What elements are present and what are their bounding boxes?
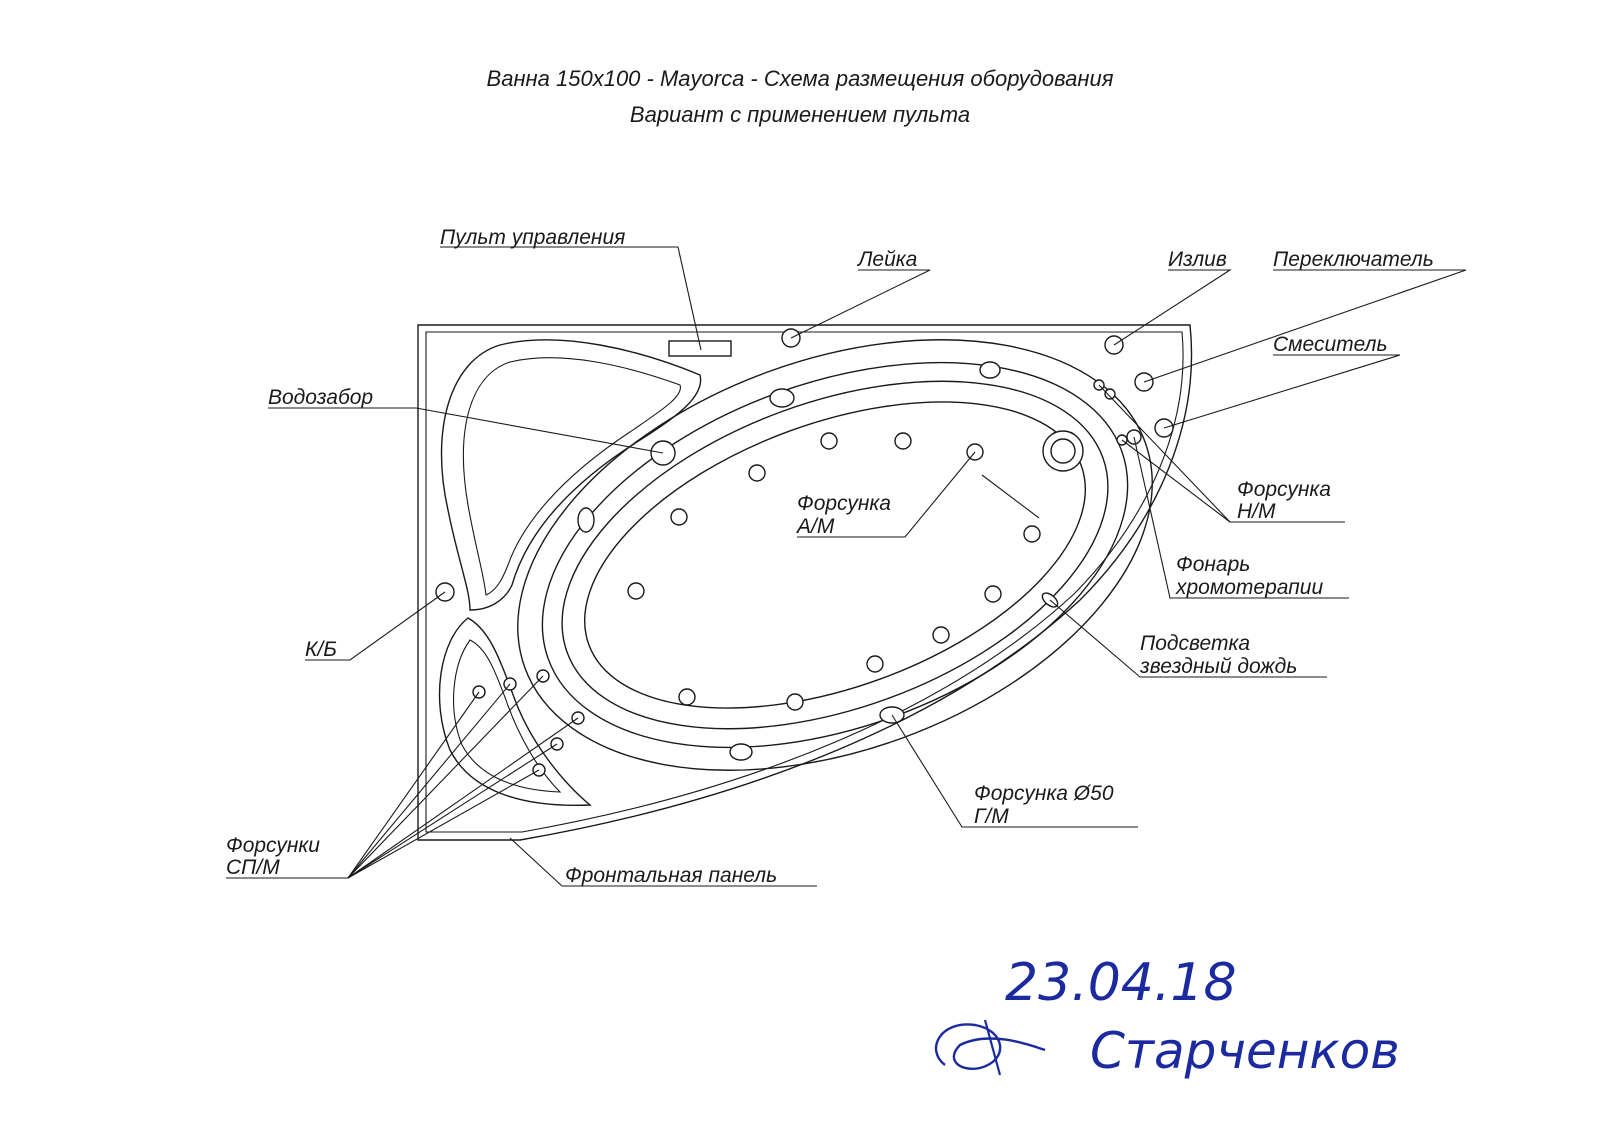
label-water-intake: Водозабор [268, 386, 373, 409]
tub-outer-frame [417, 324, 1193, 841]
nozzle-am [1023, 525, 1041, 543]
nozzle-gm [769, 388, 795, 408]
label-nozzles-sp-1: Форсунки [226, 834, 320, 857]
bowl-inner [561, 380, 1109, 730]
bowl-bottom [583, 401, 1087, 709]
drawing-subtitle: Вариант с применением пульта [629, 102, 971, 127]
label-kb: К/Б [305, 638, 337, 661]
label-nozzle-nm-2: Н/М [1237, 500, 1276, 523]
label-nozzle-am-1: Форсунка [797, 492, 891, 515]
label-nozzles-sp-2: СП/М [226, 856, 280, 879]
nozzle-gm [729, 743, 753, 761]
overflow-drain-inner [1050, 438, 1076, 464]
upper-seat-inner [462, 357, 681, 596]
label-nozzle50-1: Форсунка Ø50 [974, 782, 1114, 805]
label-chromotherapy-2: хромотерапии [1175, 576, 1323, 599]
label-shower-head: Лейка [856, 248, 917, 271]
label-nozzle-nm-1: Форсунка [1237, 478, 1331, 501]
label-star-rain-1: Подсветка [1140, 632, 1250, 655]
nozzle-am [866, 655, 884, 673]
label-front-panel: Фронтальная панель [565, 864, 777, 887]
label-nozzle-am-2: А/М [795, 515, 835, 538]
label-switch: Переключатель [1273, 248, 1434, 271]
lower-seat-outline [438, 617, 592, 807]
nozzle-am [670, 508, 688, 526]
nozzle-am [820, 432, 838, 450]
handwritten-signature: Старченков [1090, 1022, 1400, 1080]
lower-seat-inner [453, 639, 562, 793]
control-panel[interactable] [668, 340, 732, 357]
label-spout: Излив [1168, 248, 1227, 271]
nozzles-sp [472, 669, 585, 777]
nozzle-am [678, 688, 696, 706]
nozzle-am [786, 693, 804, 711]
upper-seat-outline [440, 339, 702, 611]
drawing-title: Ванна 150x100 - Mayorca - Схема размещен… [486, 66, 1114, 91]
label-control-panel: Пульт управления [440, 226, 625, 249]
nozzle-am [748, 464, 766, 482]
label-mixer: Смеситель [1273, 333, 1388, 356]
label-nozzle50-2: Г/М [974, 805, 1009, 828]
nozzles-am [627, 432, 1041, 711]
handwritten-date: 23.04.18 [1005, 953, 1237, 1013]
nozzle-am [894, 432, 912, 450]
nozzle-am [627, 582, 645, 600]
nozzle-gm [979, 361, 1001, 379]
bowl-outer [517, 339, 1153, 771]
nozzle-am [932, 626, 950, 644]
label-chromotherapy-1: Фонарь [1176, 553, 1250, 576]
nozzle-am [984, 585, 1002, 603]
tub-rim-line [425, 331, 1184, 833]
leader-lines [226, 246, 1467, 887]
nozzle-gm [577, 507, 595, 533]
signature-scribble [934, 1019, 1046, 1076]
label-star-rain-2: звездный дождь [1139, 655, 1297, 678]
nozzle-nm [1104, 388, 1116, 400]
